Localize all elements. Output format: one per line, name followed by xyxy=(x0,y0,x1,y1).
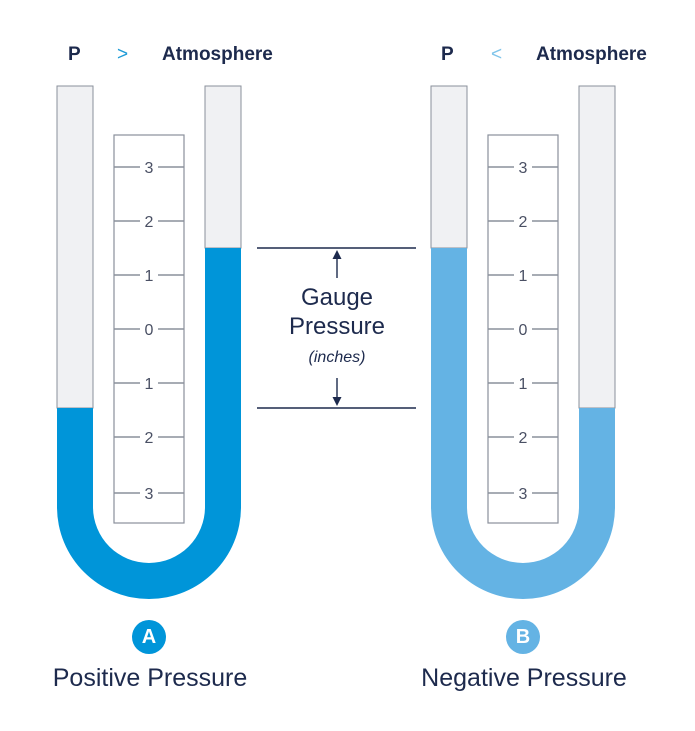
left-manometer: 3 2 1 0 1 2 3 xyxy=(56,85,242,599)
left-greater-than-symbol: > xyxy=(117,44,129,65)
left-scale-label: 1 xyxy=(145,376,154,393)
right-atmosphere-label: Atmosphere xyxy=(536,44,647,65)
badge-a: A xyxy=(132,620,166,654)
right-scale-ticks xyxy=(488,166,558,494)
right-manometer-left-tube xyxy=(430,85,468,249)
left-scale-label: 2 xyxy=(145,430,154,447)
pressure-label: Pressure xyxy=(288,313,386,340)
right-manometer-fluid xyxy=(431,248,615,599)
left-manometer-fluid xyxy=(57,248,241,599)
right-manometer: 3 2 1 0 1 2 3 xyxy=(430,85,616,599)
right-scale-label: 0 xyxy=(519,322,528,339)
badge-b: B xyxy=(506,620,540,654)
left-scale-ticks xyxy=(114,166,184,494)
inches-unit-label: (inches) xyxy=(308,349,366,366)
left-scale-label: 1 xyxy=(145,268,154,285)
down-arrowhead-icon xyxy=(332,397,342,406)
right-scale-label: 3 xyxy=(519,486,528,503)
left-scale-label: 2 xyxy=(145,214,154,231)
left-manometer-right-tube xyxy=(204,85,242,249)
left-manometer-left-tube xyxy=(56,85,94,409)
right-manometer-right-tube xyxy=(578,85,616,409)
right-less-than-symbol: < xyxy=(491,44,503,65)
right-scale-label: 2 xyxy=(519,430,528,447)
right-scale-label: 1 xyxy=(519,268,528,285)
right-p-label: P xyxy=(441,44,454,65)
gauge-label: Gauge xyxy=(300,284,374,311)
negative-pressure-caption: Negative Pressure xyxy=(421,664,627,692)
left-atmosphere-label: Atmosphere xyxy=(162,44,273,65)
right-scale-label: 1 xyxy=(519,376,528,393)
left-scale-label: 0 xyxy=(145,322,154,339)
right-scale-label: 3 xyxy=(519,160,528,177)
up-arrowhead-icon xyxy=(332,250,342,259)
right-scale-label: 2 xyxy=(519,214,528,231)
left-p-label: P xyxy=(68,44,81,65)
left-scale-label: 3 xyxy=(145,486,154,503)
positive-pressure-caption: Positive Pressure xyxy=(52,664,248,692)
left-scale-label: 3 xyxy=(145,160,154,177)
gauge-pressure-indicator xyxy=(257,247,416,409)
